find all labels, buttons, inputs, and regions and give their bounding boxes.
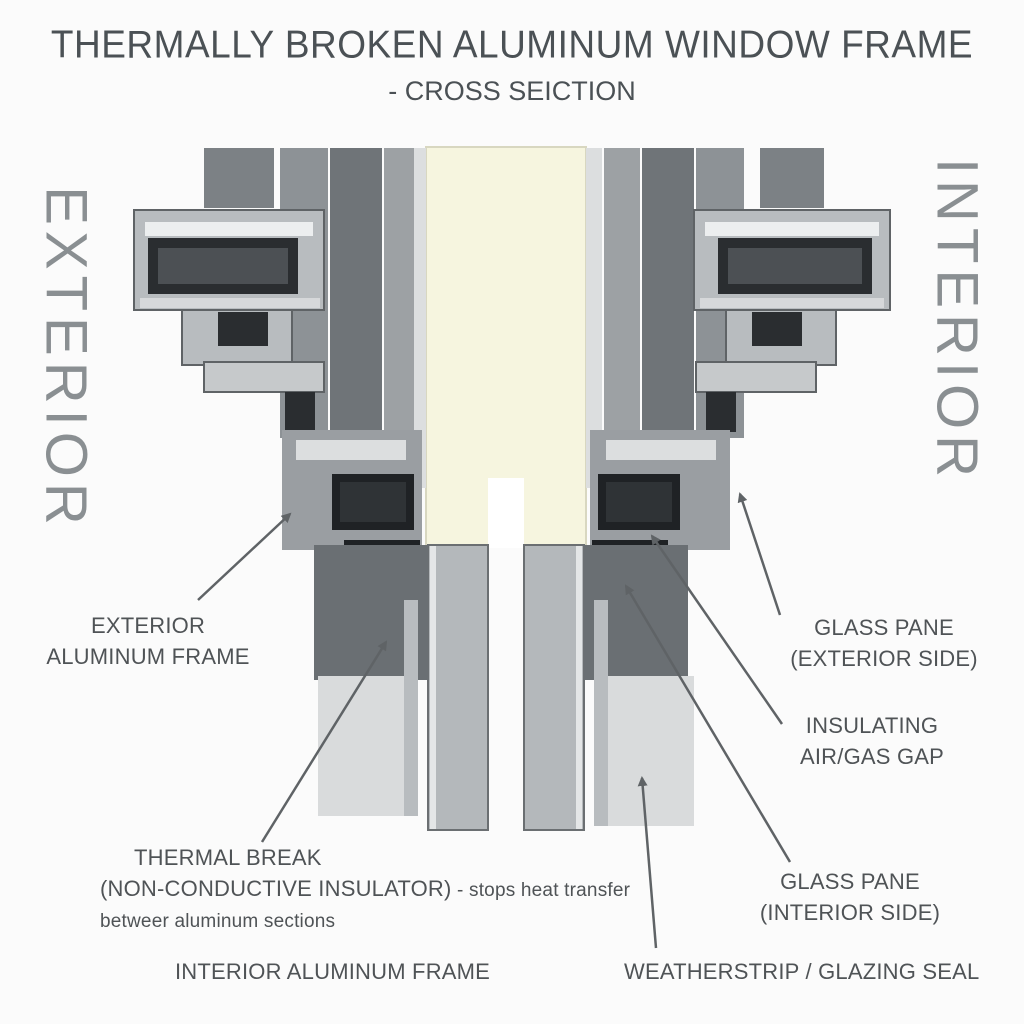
glass-pane-exterior [427,544,489,831]
label-air-gap-line2: AIR/GAS GAP [799,744,945,769]
glass-pane-interior [523,544,585,831]
label-glass-interior-line2: (INTERIOR SIDE) [759,900,941,925]
arrow-weatherstrip [637,776,658,949]
label-weatherstrip: WEATHERSTRIP / GLAZING SEAL [624,959,980,984]
label-air-gap-line1: INSULATING [805,713,939,738]
exterior-aluminum-frame [133,148,428,816]
label-exterior-aluminum-frame: EXTERIOR ALUMINUM FRAME [36,610,260,672]
insulating-gap [425,146,587,548]
diagram-title: THERMALLY BROKEN ALUMINUM WINDOW FRAME [50,22,974,66]
label-thermal-break-line2: (NON-CONDUCTIVE INSULATOR) - stops heat … [100,873,630,906]
label-glass-exterior-line2: (EXTERIOR SIDE) [790,646,978,671]
label-insulating-gap: INSULATING AIR/GAS GAP [786,710,958,772]
label-glass-pane-exterior: GLASS PANE (EXTERIOR SIDE) [778,612,990,674]
label-thermal-break-line2-main: (NON-CONDUCTIVE INSULATOR) [100,876,452,901]
arrow-exterior-frame [197,512,292,601]
label-exterior-frame-line1: EXTERIOR [90,613,206,638]
label-thermal-break-line1: THERMAL BREAK [134,845,322,870]
label-glass-pane-interior: GLASS PANE (INTERIOR SIDE) [742,866,958,928]
diagram-subtitle: - CROSS SEICTION [388,76,636,106]
callout-arrows [197,492,792,949]
interior-aluminum-frame [584,148,891,826]
label-thermal-break-line2-rest: - stops heat transfer [451,880,631,901]
label-glass-interior-line1: GLASS PANE [780,869,920,894]
arrow-glass-exterior [737,492,782,616]
label-thermal-break-line3: betweer aluminum sections [100,911,336,932]
label-glass-exterior-line1: GLASS PANE [814,615,954,640]
label-thermal-break: THERMAL BREAK (NON-CONDUCTIVE INSULATOR)… [100,842,630,937]
arrow-air-gap [650,534,784,725]
label-interior-aluminum-frame: INTERIOR ALUMINUM FRAME [175,959,491,984]
label-exterior-frame-line2: ALUMINUM FRAME [46,644,250,669]
arrow-glass-interior [624,584,792,863]
arrow-thermal-break [260,640,388,843]
